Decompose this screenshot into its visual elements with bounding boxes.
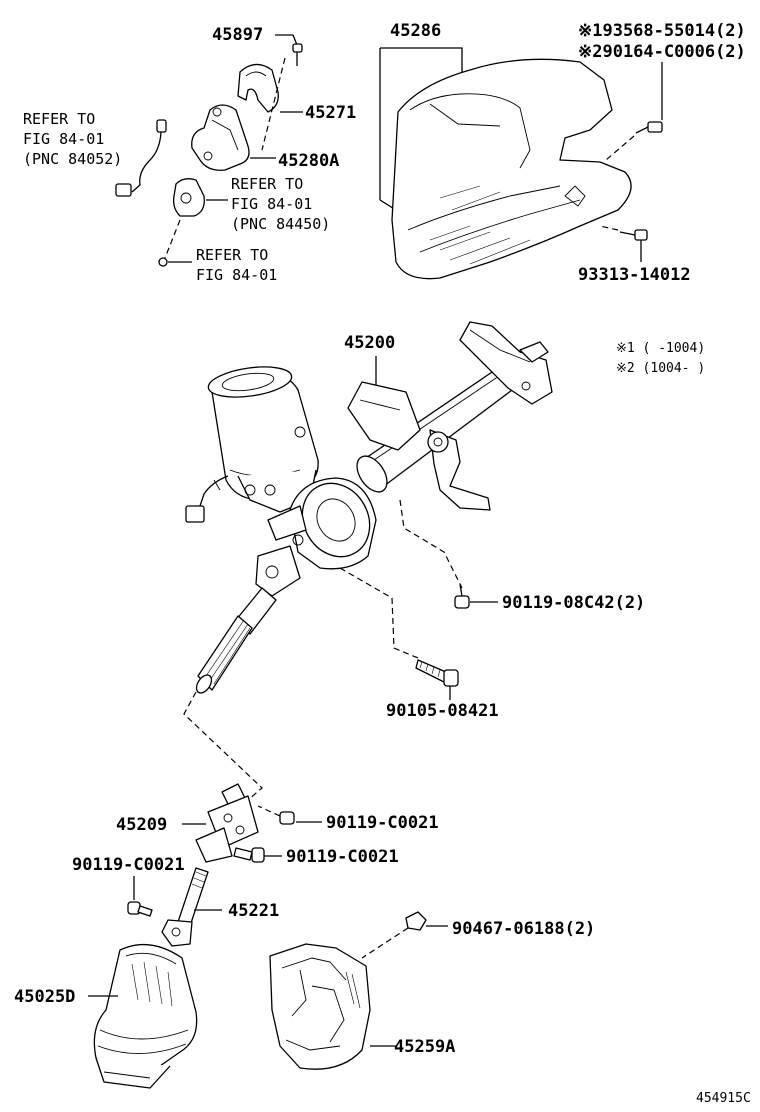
ref2-line2: FIG 84-01	[231, 195, 312, 213]
screw-note-parts	[635, 121, 663, 134]
shaft-45221	[161, 867, 209, 947]
bolt-90105-08421	[415, 659, 459, 687]
column-cover-45286	[391, 58, 632, 280]
label-90105-08421: 90105-08421	[386, 701, 499, 721]
ref1-line2: FIG 84-01	[23, 130, 104, 148]
label-45271: 45271	[305, 103, 356, 123]
figure-id: 454915C	[696, 1091, 751, 1106]
switch-84450	[172, 178, 205, 217]
note1-part: ※193568-55014(2)	[578, 21, 746, 41]
legend-note2: ※2 (1004- )	[616, 361, 705, 376]
label-45200: 45200	[344, 333, 395, 353]
ref2-line3: (PNC 84450)	[231, 215, 330, 233]
label-45025D: 45025D	[14, 987, 75, 1007]
wire-harness-84052	[115, 119, 167, 197]
screw-93313	[619, 229, 648, 241]
label-45209: 45209	[116, 815, 167, 835]
note2-part: ※290164-C0006(2)	[578, 42, 746, 62]
steering-column-45200	[185, 321, 553, 694]
label-45897: 45897	[212, 25, 263, 45]
ref1-line1: REFER TO	[23, 110, 95, 128]
bracket-45280A	[191, 104, 250, 171]
label-90119-08C42: 90119-08C42(2)	[502, 593, 645, 613]
screw-45897	[292, 43, 303, 66]
bolt-90119-C0021-a	[257, 805, 295, 825]
ref2-line1: REFER TO	[231, 175, 303, 193]
boot-45025D	[93, 944, 198, 1089]
label-45259A: 45259A	[394, 1037, 455, 1057]
bolt-90119-08C42	[454, 583, 470, 609]
label-90119-C0021-c: 90119-C0021	[72, 855, 185, 875]
ref3-line2: FIG 84-01	[196, 266, 277, 284]
universal-joint-45209	[195, 783, 259, 863]
clip-90467-06188	[405, 911, 427, 931]
cover-45259A	[269, 943, 371, 1070]
ref3-line1: REFER TO	[196, 246, 268, 264]
legend-note1: ※1 ( -1004)	[616, 341, 705, 356]
bolt-90119-C0021-b	[233, 847, 265, 863]
cover-45271	[237, 63, 279, 113]
label-45286: 45286	[390, 21, 441, 41]
label-90467-06188: 90467-06188(2)	[452, 919, 595, 939]
ref1-line3: (PNC 84052)	[23, 150, 122, 168]
label-93313: 93313-14012	[578, 265, 691, 285]
bolt-90119-C0021-c	[127, 901, 153, 917]
label-45280A: 45280A	[278, 151, 339, 171]
label-45221: 45221	[228, 901, 279, 921]
small-screw	[158, 257, 168, 267]
label-90119-C0021-b: 90119-C0021	[286, 847, 399, 867]
label-90119-C0021-a: 90119-C0021	[326, 813, 439, 833]
